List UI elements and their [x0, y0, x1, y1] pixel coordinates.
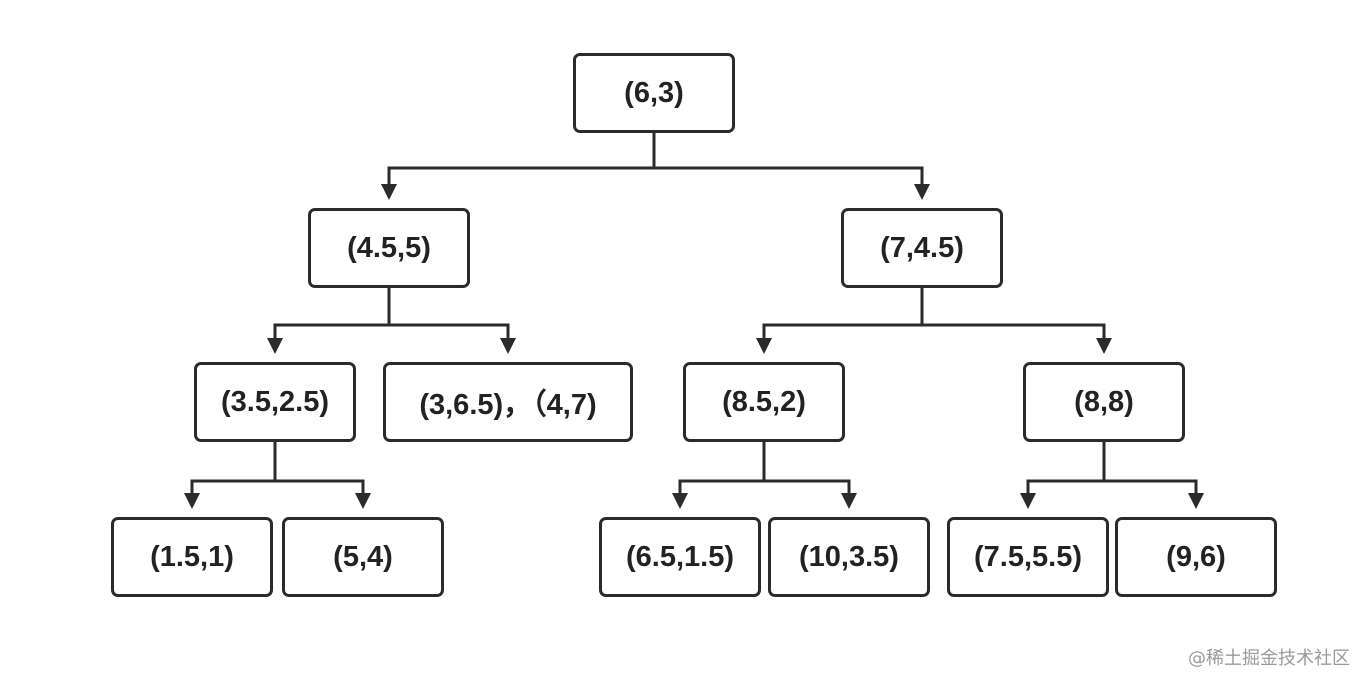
watermark-text: @稀土掘金技术社区 [1188, 648, 1350, 669]
connector-l2a-to-l3b [275, 479, 371, 509]
connector-root-to-left [381, 133, 656, 200]
connector-root-to-right [654, 166, 930, 200]
node-level3-c: (6.5,1.5) [599, 517, 761, 597]
node-level3-a: (1.5,1) [111, 517, 273, 597]
node-level3-e: (7.5,5.5) [947, 517, 1109, 597]
node-level3-d: (10,3.5) [768, 517, 930, 597]
connector-l2a-to-l3a [184, 442, 277, 509]
node-level2-d: (8,8) [1023, 362, 1185, 442]
node-level3-f: (9,6) [1115, 517, 1277, 597]
node-level2-c: (8.5,2) [683, 362, 845, 442]
node-level3-b: (5,4) [282, 517, 444, 597]
connector-l1right-to-d [922, 323, 1112, 354]
connector-l1left-to-a [267, 288, 391, 354]
connector-l1left-to-b [389, 323, 516, 354]
connector-l2c-to-l3c [672, 442, 766, 509]
connector-l2d-to-l3e [1020, 442, 1106, 509]
connector-l1right-to-c [756, 288, 924, 354]
node-level1-right: (7,4.5) [841, 208, 1003, 288]
node-level2-b: (3,6.5)，（4,7) [383, 362, 633, 442]
connector-l2d-to-l3f [1104, 479, 1204, 509]
node-level1-left: (4.5,5) [308, 208, 470, 288]
connector-l2c-to-l3d [764, 479, 857, 509]
node-level2-a: (3.5,2.5) [194, 362, 356, 442]
node-root: (6,3) [573, 53, 735, 133]
